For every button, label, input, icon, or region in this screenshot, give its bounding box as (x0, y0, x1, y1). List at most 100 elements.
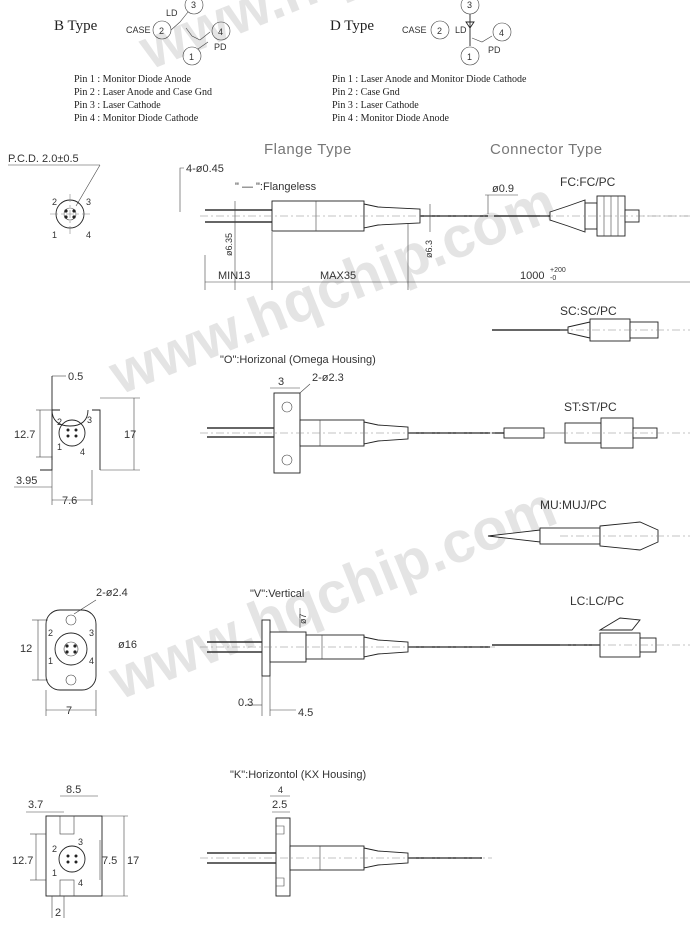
b-pd-wire (197, 41, 209, 50)
vertical-pin-2 (65, 644, 69, 648)
vertical-pin-4 (73, 650, 77, 654)
vertical-num-4: 4 (89, 656, 94, 666)
d-type-block: D Type CASE 2 3 4 1 LD PD Pin 1 : Laser … (330, 0, 527, 124)
vertical-taper (363, 636, 409, 658)
b-pin-desc-2: Pin 2 : Laser Anode and Case Gnd (74, 87, 212, 98)
omega-hole-top (281, 401, 293, 413)
omega-num-2: 2 (57, 417, 62, 427)
b-pin3-circle (184, 0, 204, 15)
vertical-hole-top (65, 614, 77, 626)
kx-slot-bottom (59, 879, 75, 897)
fiber-tol-plus: +200 (550, 267, 566, 274)
kx-pin-3 (74, 854, 78, 858)
d-pin-desc-4: Pin 4 : Monitor Diode Anode (332, 113, 450, 124)
end-pin-4: 4 (86, 230, 91, 240)
b-type-block: B Type CASE 2 3 4 1 LD PD Pin 1 : Monito… (54, 0, 231, 124)
kx-num-3: 3 (78, 837, 83, 847)
kx-num-2: 2 (52, 844, 57, 854)
len-max: MAX35 (320, 270, 356, 282)
vertical-d-outer: ø16 (118, 639, 137, 651)
vertical-d-width: 7 (66, 705, 72, 717)
vertical-d-flange: ø7 (298, 613, 308, 624)
kx-flange-plate (275, 817, 291, 897)
flangeless-end-view: P.C.D. 2.0±0.5 2 3 1 4 (8, 153, 101, 240)
kx-pin-1 (66, 860, 70, 864)
omega-bracket-lower (40, 440, 101, 471)
omega-d-total: 17 (124, 429, 136, 441)
d-pin2-circle (430, 20, 450, 40)
lc-latch (598, 617, 641, 631)
omega-num-1: 1 (57, 442, 62, 452)
end-pin-3: 3 (86, 197, 91, 207)
omega-holes: 2-ø2.3 (312, 372, 344, 384)
kx-pin-4 (74, 860, 78, 864)
flangeless-note: " — ":Flangeless (235, 181, 317, 193)
d-pin1-num: 1 (467, 52, 472, 62)
kx-d-bottom: 2 (55, 907, 61, 919)
b-pd-label: PD (214, 42, 227, 52)
pin-dot-3 (72, 209, 76, 213)
kx-d-w2: 2.5 (272, 799, 287, 811)
omega-d-offset: 3.95 (16, 475, 37, 487)
d-pin1-circle (460, 46, 480, 66)
d-type-title: D Type (330, 18, 374, 34)
end-view-pcd-circle (63, 207, 77, 221)
st-boot (503, 427, 545, 439)
connector-type-header: Connector Type (490, 141, 603, 158)
omega-num-3: 3 (87, 415, 92, 425)
b-ld-label: LD (166, 8, 178, 18)
vertical-title: "V":Vertical (250, 588, 304, 600)
vertical-d-thick: 0.3 (238, 697, 253, 709)
st-connector: ST:ST/PC (492, 400, 690, 449)
sc-label: SC:SC/PC (560, 304, 617, 318)
d-pin-desc-1: Pin 1 : Laser Anode and Monitor Diode Ca… (332, 74, 527, 85)
omega-end-view: 0.5 2 3 1 4 12.7 17 3.95 7.6 (14, 371, 140, 507)
mu-label: MU:MUJ/PC (540, 498, 607, 512)
omega-title: "O":Horizonal (Omega Housing) (220, 354, 376, 366)
vertical-holes: 2-ø2.4 (96, 587, 128, 599)
flange-type-header: Flange Type (264, 141, 352, 158)
omega-hole-bottom (281, 454, 293, 466)
b-zigzag-wire (185, 27, 211, 41)
lc-label: LC:LC/PC (570, 594, 624, 608)
kx-d-height: 12.7 (12, 855, 33, 867)
kx-taper (363, 847, 409, 869)
d-pin4-num: 4 (499, 28, 504, 38)
end-pin-1: 1 (52, 230, 57, 240)
vertical-num-3: 3 (89, 628, 94, 638)
vertical-num-2: 2 (48, 628, 53, 638)
b-case-label: CASE (126, 25, 151, 35)
d-ld-symbol (465, 14, 475, 46)
kx-title: "K":Horizontol (KX Housing) (230, 769, 366, 781)
b-pin4-num: 4 (218, 27, 223, 37)
omega-loop (51, 409, 89, 427)
omega-pin-3 (74, 428, 78, 432)
sc-connector: SC:SC/PC (492, 304, 690, 342)
kx-d-w1: 4 (278, 785, 283, 795)
b-pin-desc-4: Pin 4 : Monitor Diode Cathode (74, 113, 199, 124)
vertical-hole-bottom (65, 674, 77, 686)
omega-flange-plate (273, 392, 301, 474)
kx-slots (276, 825, 285, 887)
kx-d-inner: 7.5 (102, 855, 117, 867)
vertical-num-1: 1 (48, 656, 53, 666)
omega-num-4: 4 (80, 447, 85, 457)
omega-taper (363, 421, 409, 445)
b-pin4-circle (211, 21, 231, 41)
vertical-flange-plate (261, 619, 271, 677)
kx-pin-2 (66, 854, 70, 858)
fc-label: FC:FC/PC (560, 175, 616, 189)
b-pin-desc-3: Pin 3 : Laser Cathode (74, 100, 161, 111)
b-pin1-num: 1 (189, 52, 194, 62)
d-pin4-circle (492, 22, 512, 42)
len-min: MIN13 (218, 270, 250, 282)
kx-d-side: 3.7 (28, 799, 43, 811)
d-pin-desc-3: Pin 3 : Laser Cathode (332, 100, 419, 111)
kx-slot-top (59, 815, 75, 835)
omega-outer-circle (58, 419, 86, 447)
d-pin3-num: 3 (467, 0, 472, 10)
vertical-d-len: 4.5 (298, 707, 313, 719)
lc-connector: LC:LC/PC (492, 594, 690, 658)
vertical-end-view: 2-ø2.4 2 3 1 4 12 ø16 7 (20, 587, 137, 717)
